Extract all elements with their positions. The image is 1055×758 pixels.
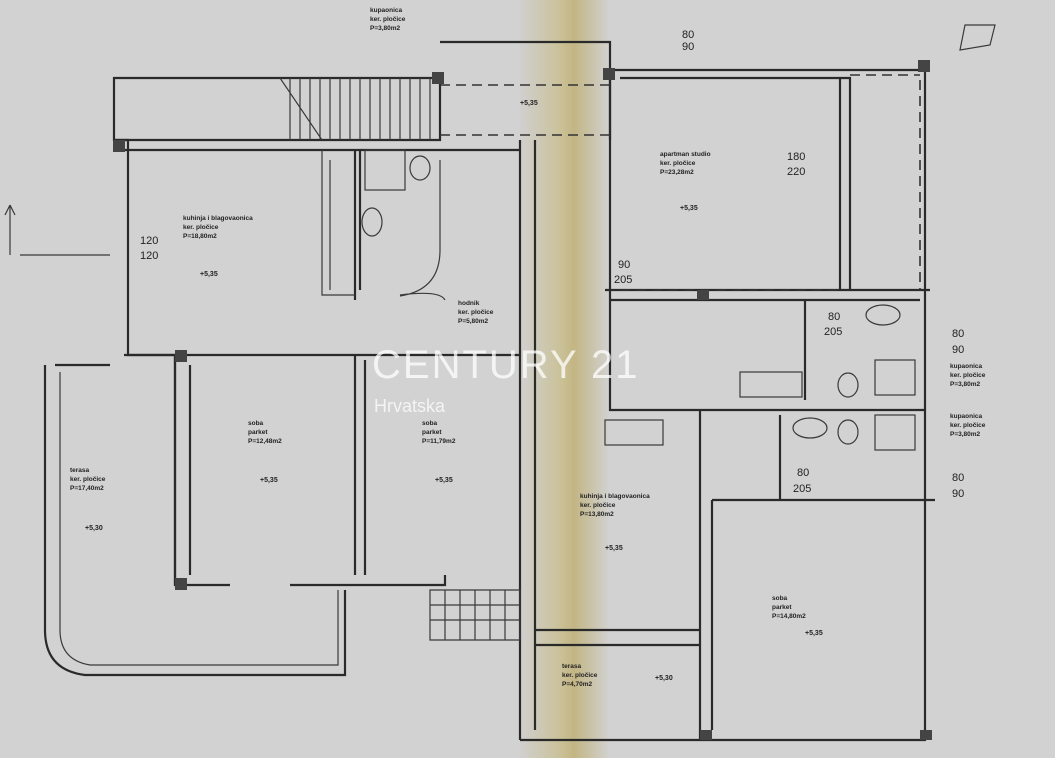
room-label-bedroom-3: soba parket P=14,80m2 +5,35 (772, 595, 823, 637)
svg-text:80: 80 (682, 29, 694, 41)
svg-text:205: 205 (614, 274, 632, 286)
svg-text:+5,35: +5,35 (605, 545, 623, 552)
svg-text:CENTURY 21: CENTURY 21 (372, 343, 640, 387)
svg-text:terasa: terasa (70, 467, 90, 474)
svg-text:P=14,80m2: P=14,80m2 (772, 613, 806, 620)
century21-watermark: CENTURY 21 Hrvatska (372, 343, 640, 416)
svg-text:80: 80 (797, 467, 809, 479)
svg-text:+5,35: +5,35 (435, 477, 453, 484)
svg-text:+5,35: +5,35 (200, 271, 218, 278)
room-label-studio: apartman studio ker. pločice P=23,28m2 +… (660, 151, 711, 212)
svg-text:ker. pločice: ker. pločice (70, 476, 106, 483)
svg-text:205: 205 (793, 483, 811, 495)
svg-text:parket: parket (248, 429, 268, 436)
svg-text:+5,35: +5,35 (805, 630, 823, 637)
svg-text:kuhinja i blagovaonica: kuhinja i blagovaonica (580, 493, 650, 500)
svg-text:+5,35: +5,35 (520, 100, 538, 107)
room-label-terrace-1: terasa ker. pločice P=17,40m2 +5,30 (70, 467, 106, 532)
room-label-bath-3: kupaonica ker. pločice P=3,80m2 (950, 413, 986, 438)
svg-text:P=3,80m2: P=3,80m2 (950, 431, 981, 438)
svg-text:terasa: terasa (562, 663, 582, 670)
svg-text:90: 90 (682, 41, 694, 53)
svg-text:ker. pločice: ker. pločice (950, 372, 986, 379)
svg-text:P=13,80m2: P=13,80m2 (580, 511, 614, 518)
svg-text:kupaonica: kupaonica (370, 7, 403, 14)
svg-text:kuhinja i blagovaonica: kuhinja i blagovaonica (183, 215, 253, 222)
svg-text:ker. pločice: ker. pločice (580, 502, 616, 509)
svg-text:+5,30: +5,30 (85, 525, 103, 532)
svg-text:80: 80 (828, 311, 840, 323)
svg-text:ker. pločice: ker. pločice (183, 224, 219, 231)
svg-text:kupaonica: kupaonica (950, 363, 983, 370)
room-label-bedroom-2: soba parket P=11,79m2 +5,35 (422, 420, 456, 484)
room-label-terrace-2: terasa ker. pločice P=4,70m2 +5,30 (562, 663, 673, 688)
room-label-hall: hodnik ker. pločice P=5,80m2 +5,35 (458, 100, 538, 325)
svg-text:ker. pločice: ker. pločice (458, 309, 494, 316)
walls (4, 24, 996, 742)
svg-text:P=4,70m2: P=4,70m2 (562, 681, 593, 688)
svg-text:120: 120 (140, 235, 158, 247)
svg-text:180: 180 (787, 151, 805, 163)
svg-text:Hrvatska: Hrvatska (374, 396, 446, 416)
svg-text:P=23,28m2: P=23,28m2 (660, 169, 694, 176)
svg-text:120: 120 (140, 250, 158, 262)
svg-text:ker. pločice: ker. pločice (660, 160, 696, 167)
dimension-labels: 120 120 180 220 90 205 80 205 80 205 80 … (140, 29, 964, 500)
svg-text:+5,35: +5,35 (260, 477, 278, 484)
room-label-kitchen-1: kuhinja i blagovaonica ker. pločice P=18… (183, 215, 253, 278)
room-label-kitchen-2: kuhinja i blagovaonica ker. pločice P=13… (580, 493, 650, 552)
svg-text:80: 80 (952, 328, 964, 340)
svg-text:P=18,80m2: P=18,80m2 (183, 233, 217, 240)
svg-text:ker. pločice: ker. pločice (370, 16, 406, 23)
svg-text:soba: soba (248, 420, 264, 427)
svg-text:apartman studio: apartman studio (660, 151, 711, 158)
svg-text:soba: soba (422, 420, 438, 427)
svg-text:hodnik: hodnik (458, 300, 480, 307)
svg-text:P=5,80m2: P=5,80m2 (458, 318, 489, 325)
svg-text:+5,30: +5,30 (655, 675, 673, 682)
svg-text:80: 80 (952, 472, 964, 484)
svg-text:90: 90 (952, 344, 964, 356)
svg-text:205: 205 (824, 326, 842, 338)
svg-text:ker. pločice: ker. pločice (950, 422, 986, 429)
svg-text:90: 90 (952, 488, 964, 500)
svg-text:ker. pločice: ker. pločice (562, 672, 598, 679)
svg-text:soba: soba (772, 595, 788, 602)
svg-text:220: 220 (787, 166, 805, 178)
svg-text:parket: parket (772, 604, 792, 611)
svg-text:P=17,40m2: P=17,40m2 (70, 485, 104, 492)
svg-text:kupaonica: kupaonica (950, 413, 983, 420)
svg-text:P=12,48m2: P=12,48m2 (248, 438, 282, 445)
svg-text:P=11,79m2: P=11,79m2 (422, 438, 456, 445)
room-label-bath-2: kupaonica ker. pločice P=3,80m2 (950, 363, 986, 388)
room-label-bath-top: kupaonica ker. pločice P=3,80m2 (370, 7, 406, 32)
svg-text:+5,35: +5,35 (680, 205, 698, 212)
svg-text:parket: parket (422, 429, 442, 436)
svg-text:90: 90 (618, 259, 630, 271)
svg-text:P=3,80m2: P=3,80m2 (950, 381, 981, 388)
room-label-bedroom-1: soba parket P=12,48m2 +5,35 (248, 420, 282, 484)
svg-text:P=3,80m2: P=3,80m2 (370, 25, 401, 32)
